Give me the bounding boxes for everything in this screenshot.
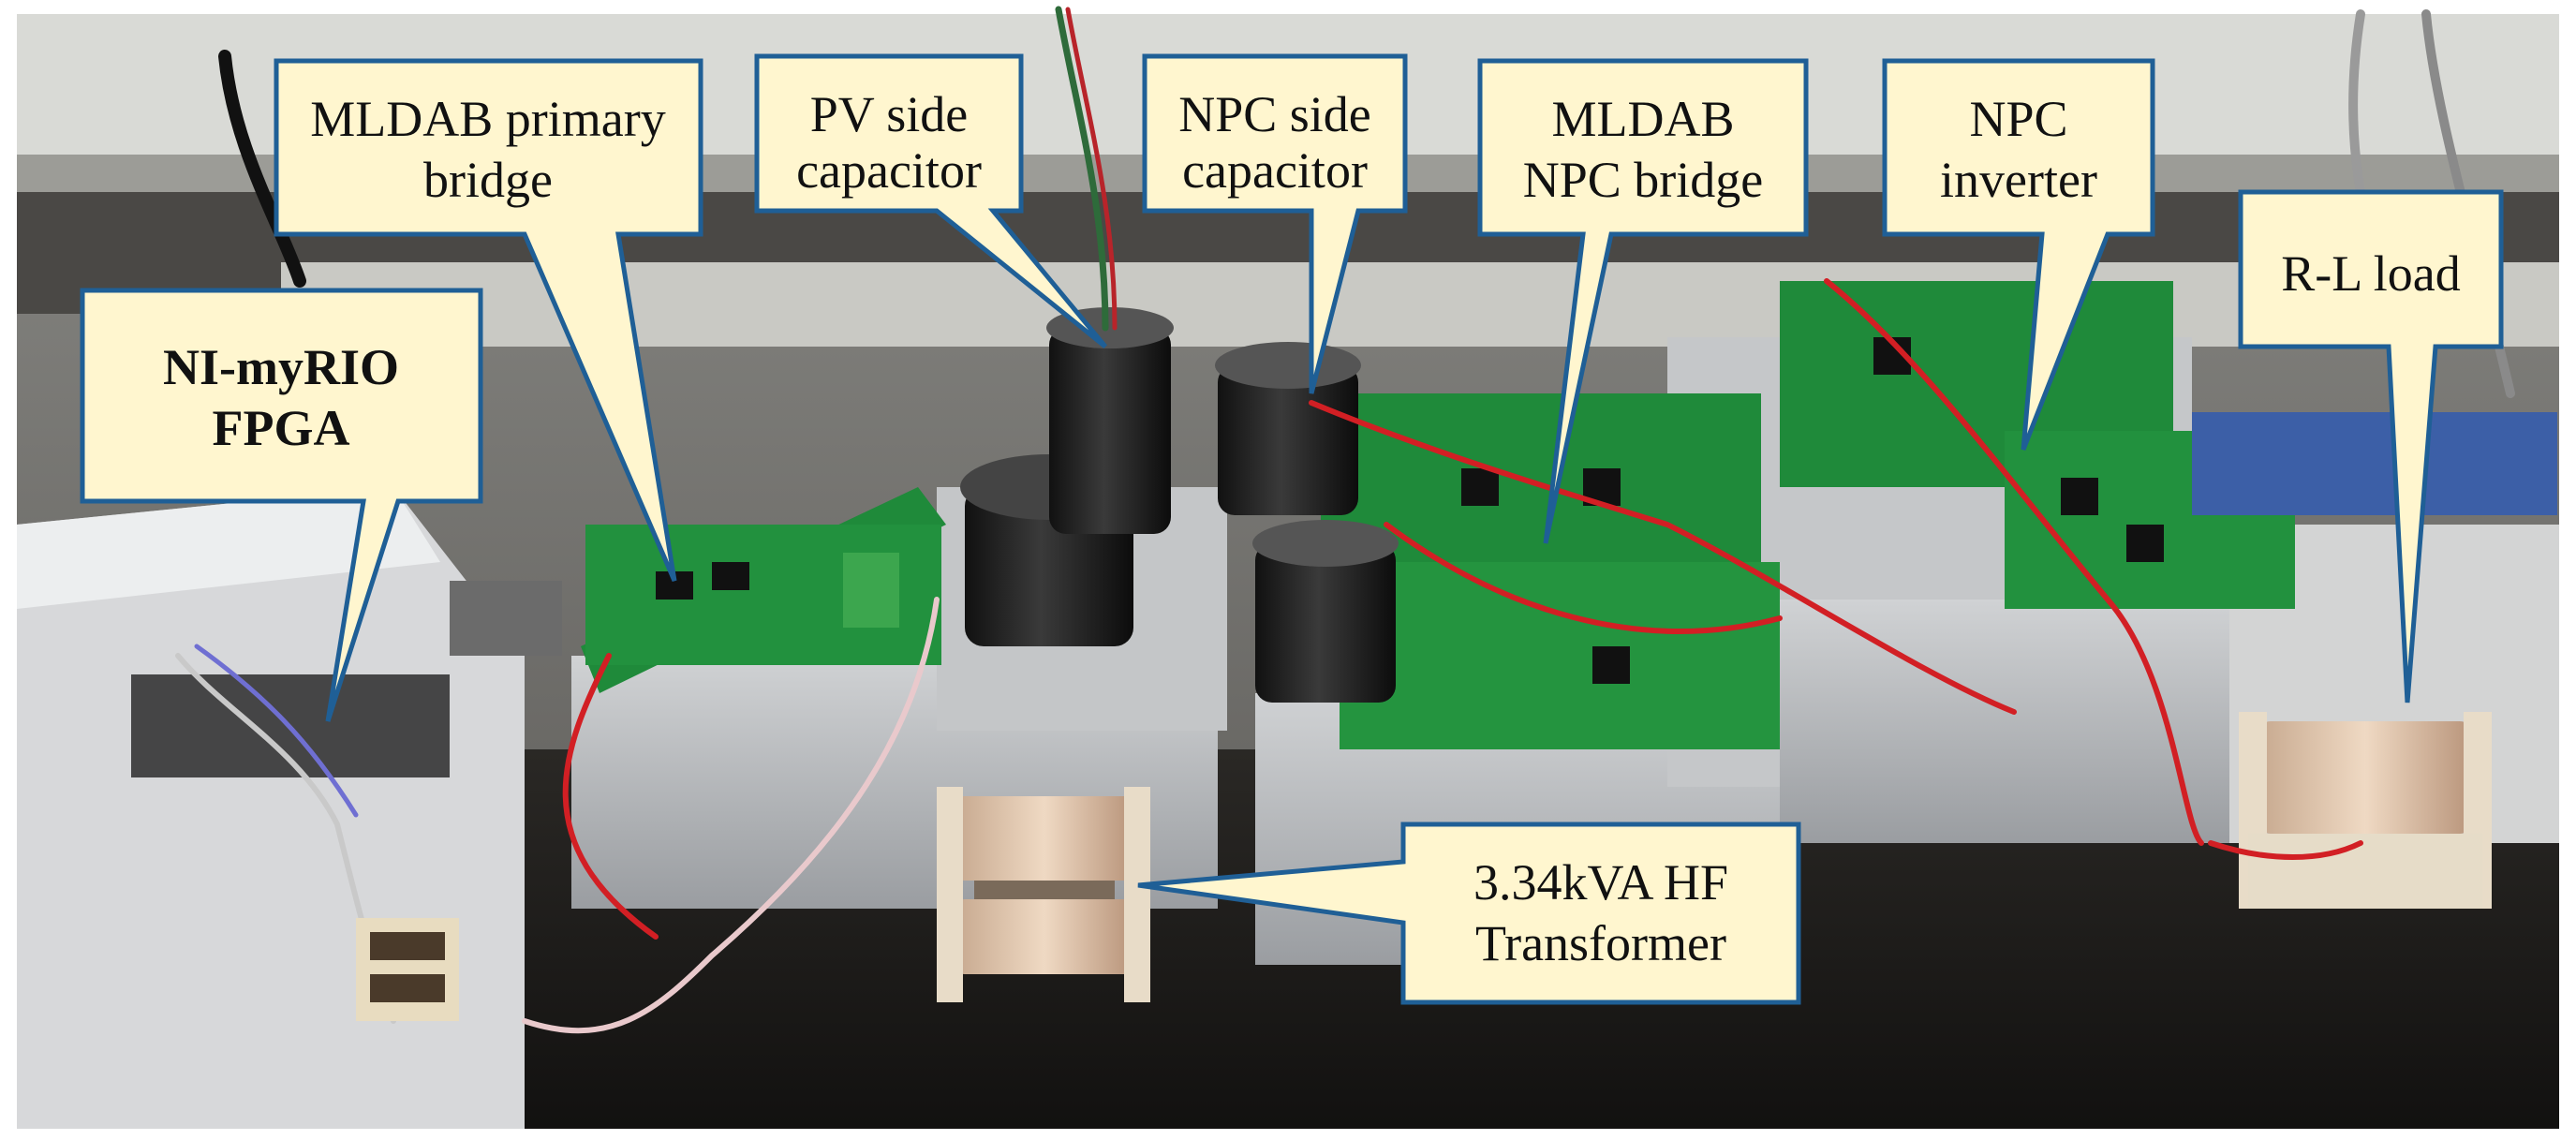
- callout-pv-side-capacitor: PV side capacitor: [754, 53, 1107, 348]
- callout-mldab-primary-line1: MLDAB primary: [310, 91, 665, 147]
- rl-load-inductor: [2239, 712, 2492, 909]
- callout-hf-trans-line1: 3.34kVA HF: [1473, 854, 1728, 911]
- callout-rl-load: R-L load: [2238, 189, 2504, 703]
- callout-npc-inverter: NPC inverter: [1882, 58, 2155, 451]
- callout-npc-cap-line2: capacitor: [1182, 142, 1368, 199]
- callout-npc-cap-line1: NPC side: [1178, 86, 1371, 142]
- pcb-boards: [581, 281, 2557, 749]
- terminal-block: [356, 918, 459, 1021]
- callout-mldab-npc-line1: MLDAB: [1551, 91, 1734, 147]
- callout-npc-inv-line1: NPC: [1969, 91, 2067, 147]
- nimyrio-device: [17, 487, 562, 1129]
- callout-pv-cap-line1: PV side: [810, 86, 969, 142]
- callout-nimyrio-line2: FPGA: [213, 400, 350, 456]
- capacitors: [960, 307, 1399, 703]
- callout-nimyrio-fpga: NI-myRIO FPGA: [80, 288, 483, 722]
- callout-nimyrio-line1: NI-myRIO: [163, 339, 399, 395]
- callout-mldab-npc-bridge: MLDAB NPC bridge: [1477, 58, 1809, 544]
- callout-hf-transformer: 3.34kVA HF Transformer: [1137, 822, 1801, 1005]
- hf-transformer: [937, 787, 1150, 1002]
- callout-rl-load-line1: R-L load: [2281, 245, 2460, 302]
- callout-npc-side-capacitor: NPC side capacitor: [1142, 53, 1408, 394]
- callout-hf-trans-line2: Transformer: [1475, 915, 1726, 971]
- callout-npc-inv-line2: inverter: [1940, 152, 2097, 208]
- wiring: [175, 6, 2515, 1034]
- callout-mldab-npc-line2: NPC bridge: [1523, 152, 1764, 208]
- callout-mldab-primary-bridge: MLDAB primary bridge: [274, 58, 703, 582]
- callout-pv-cap-line2: capacitor: [796, 142, 982, 199]
- callout-mldab-primary-line2: bridge: [423, 152, 553, 208]
